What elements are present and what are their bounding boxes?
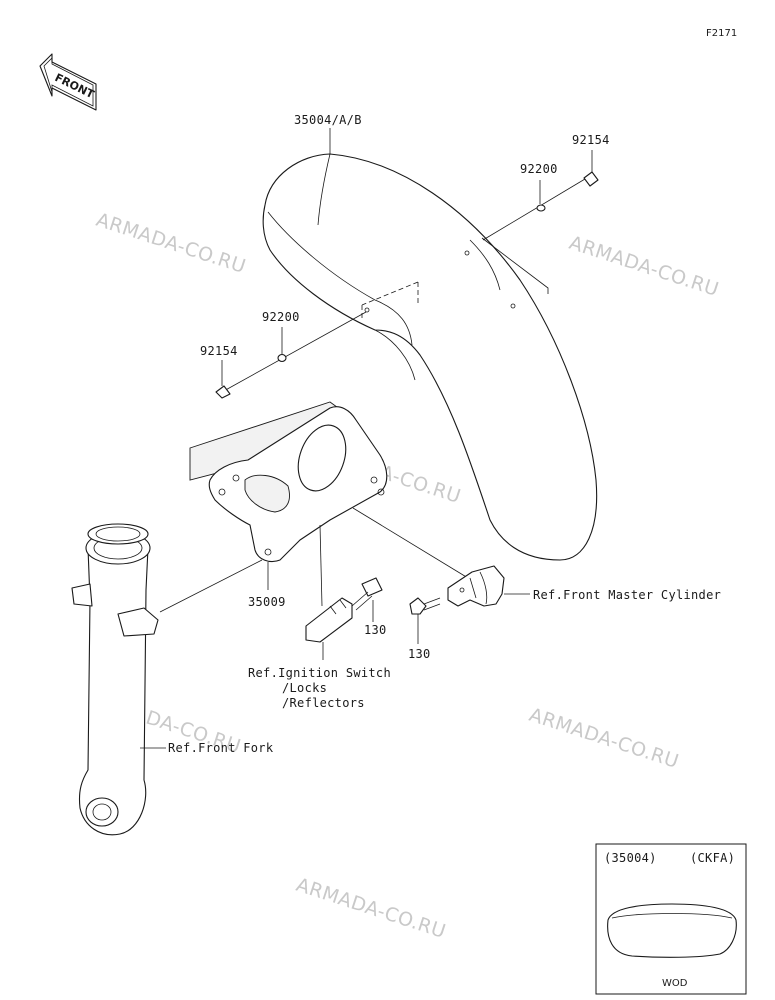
front-fender xyxy=(262,153,598,561)
ref-ignition-line1: Ref.Ignition Switch xyxy=(248,666,391,680)
callout-130-b: 130 xyxy=(408,647,431,661)
mount-guide-dashed xyxy=(361,281,419,318)
callout-fender: 35004/A/B xyxy=(294,113,362,127)
line-to-master-cyl xyxy=(352,507,469,579)
ignition-bracket xyxy=(305,597,353,643)
callout-washer-lower: 92200 xyxy=(262,310,300,324)
bolt-130-a xyxy=(351,577,383,611)
line-to-ignition xyxy=(319,524,323,607)
bracket-35009 xyxy=(189,401,388,563)
mount-guide-right xyxy=(481,237,549,294)
front-arrow-icon: FRONT xyxy=(39,53,97,111)
inset-fender-icon xyxy=(607,903,737,958)
color-variant-inset: (35004) (CKFA) WOD xyxy=(595,843,747,995)
callout-bolt-upper: 92154 xyxy=(572,133,610,147)
watermark-1: ARMADA-CO.RU xyxy=(93,209,248,278)
watermark-2: ARMADA-CO.RU xyxy=(566,232,721,301)
ref-ignition-line2: /Locks xyxy=(282,681,327,695)
watermark-6: ARMADA-CO.RU xyxy=(293,874,448,943)
inset-variant: (CKFA) xyxy=(690,851,735,865)
bolt-130-b xyxy=(409,597,441,615)
inset-color-code: WOD xyxy=(662,978,688,989)
ref-front-fork: Ref.Front Fork xyxy=(168,741,274,755)
front-fork xyxy=(71,523,159,836)
inset-part-number: (35004) xyxy=(604,851,657,865)
callout-130-a: 130 xyxy=(364,623,387,637)
figure-code: F2171 xyxy=(706,28,737,39)
master-cylinder-clamp xyxy=(447,565,505,607)
ref-ignition-line3: /Reflectors xyxy=(282,696,365,710)
ref-master-cylinder: Ref.Front Master Cylinder xyxy=(533,588,721,602)
upper-bolt-assembly xyxy=(482,171,599,241)
callout-bracket: 35009 xyxy=(248,595,286,609)
lower-bolt-assembly xyxy=(215,311,367,399)
callout-washer-upper: 92200 xyxy=(520,162,558,176)
watermark-5: ARMADA-CO.RU xyxy=(526,704,681,773)
callout-bolt-lower: 92154 xyxy=(200,344,238,358)
line-to-fork xyxy=(159,559,263,613)
